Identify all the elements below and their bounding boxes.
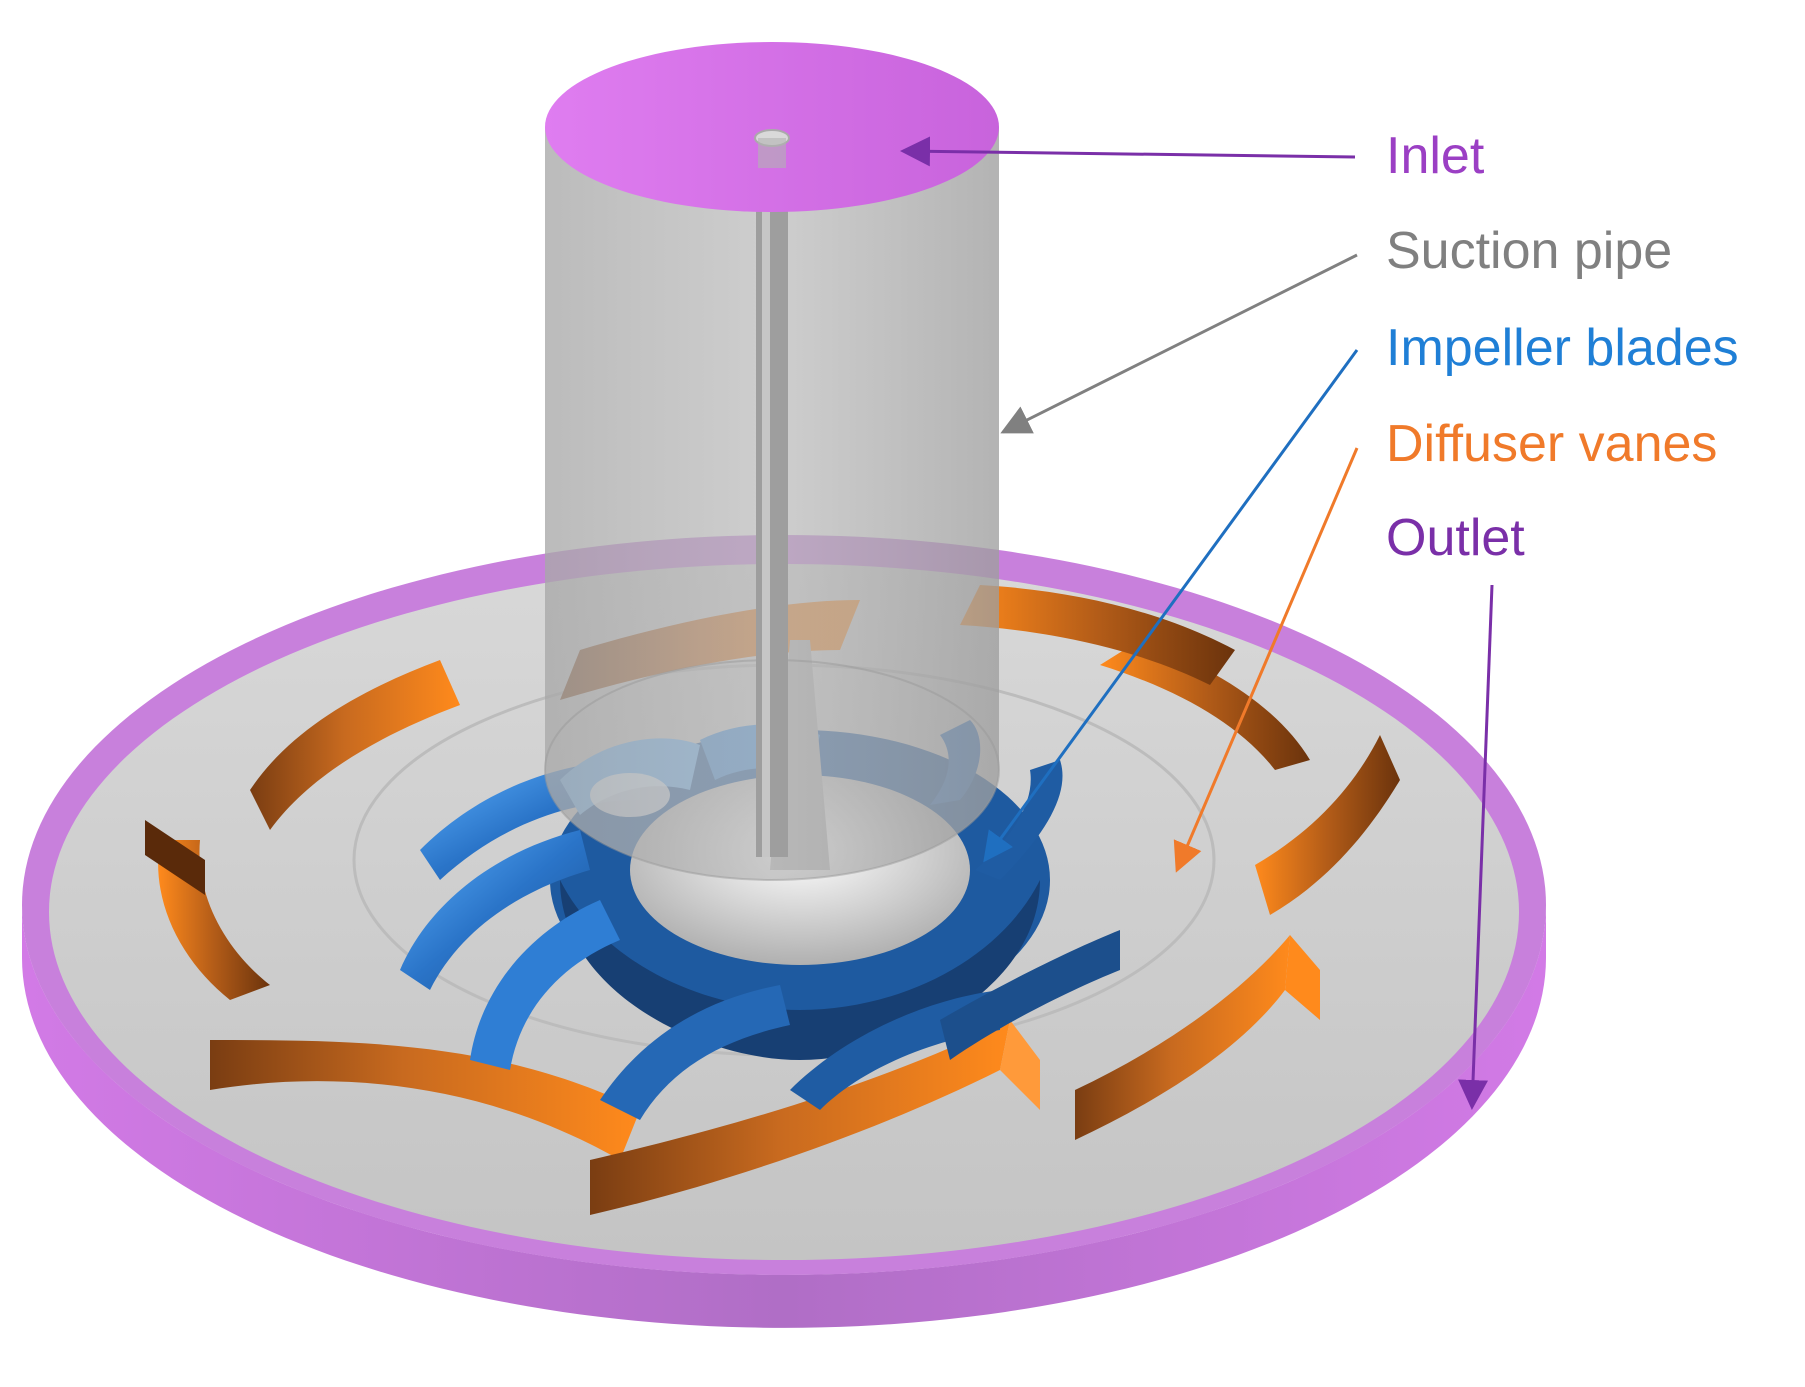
label-inlet: Inlet xyxy=(1386,127,1485,185)
outlet-arrow xyxy=(1458,584,1494,1110)
label-outlet: Outlet xyxy=(1386,509,1525,567)
diffuser-vanes-arrow xyxy=(1173,447,1359,873)
label-suction-pipe: Suction pipe xyxy=(1386,222,1673,280)
suction-pipe-arrow xyxy=(1000,253,1358,434)
label-diffuser-vanes: Diffuser vanes xyxy=(1386,415,1718,473)
impeller-blades-arrow xyxy=(983,349,1359,863)
inlet-arrow xyxy=(900,136,1356,167)
inlet-face xyxy=(545,42,999,212)
label-impeller-blades: Impeller blades xyxy=(1386,319,1739,377)
shaft xyxy=(756,130,788,857)
